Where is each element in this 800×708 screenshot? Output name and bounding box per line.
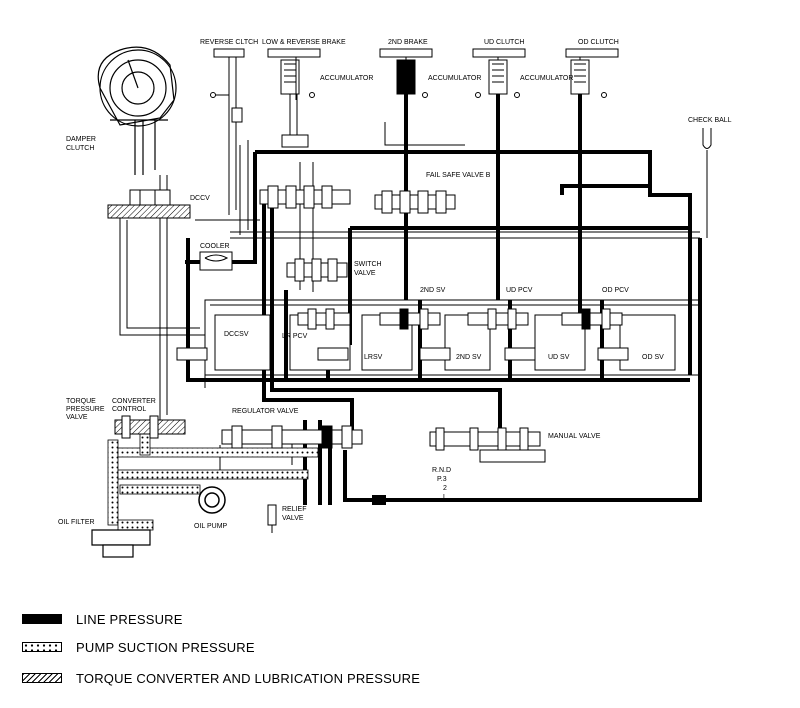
regulator-valve: [221, 425, 363, 449]
solenoid-valve-bay: [204, 299, 701, 376]
label-ud-clutch: UD CLUTCH: [484, 39, 524, 46]
manual-valve: [429, 427, 546, 463]
relief-valve: [267, 504, 277, 533]
label-od-sv: OD SV: [642, 354, 664, 361]
label-lr-pcv: LR PCV: [282, 333, 308, 340]
label-relief-valve: VALVE: [282, 515, 304, 522]
label-od-clutch: OD CLUTCH: [578, 39, 619, 46]
sv-solenoids: [176, 347, 629, 361]
label-accumulator-3: ACCUMULATOR: [520, 75, 573, 82]
label-cooler: COOLER: [200, 243, 230, 250]
label-oil-filter: OIL FILTER: [58, 519, 95, 526]
pump-suction-swatch: [22, 642, 62, 652]
label-tp-valve: VALVE: [66, 414, 88, 421]
label-accumulator-2: ACCUMULATOR: [428, 75, 481, 82]
line-pressure-swatch: [22, 614, 62, 624]
legend-line-pressure: LINE PRESSURE: [22, 611, 183, 627]
reverse-clutch: [210, 48, 245, 215]
label-pressure: PRESSURE: [66, 406, 105, 413]
label-converter: CONVERTER: [112, 398, 156, 405]
label-ud-sv: UD SV: [548, 354, 570, 361]
label-clutch: CLUTCH: [66, 145, 94, 152]
legend-pump-suction-label: PUMP SUCTION PRESSURE: [76, 639, 255, 655]
low-reverse-brake: [267, 48, 321, 148]
label-fail-safe-valve-b: FAIL SAFE VALVE B: [426, 172, 491, 179]
torque-converter-circuit: [119, 122, 701, 470]
label-switch: SWITCH: [354, 261, 382, 268]
label-damper: DAMPER: [66, 136, 96, 143]
second-brake: [379, 48, 433, 98]
line-restrictor: [372, 495, 386, 505]
label-relief: RELIEF: [282, 506, 307, 513]
label-2nd-sv: 2ND SV: [456, 354, 482, 361]
pcv-valves: [297, 308, 623, 330]
label-range-2: 2: [443, 485, 447, 492]
legend-pump-suction: PUMP SUCTION PRESSURE: [22, 639, 255, 655]
od-clutch: [565, 48, 619, 98]
label-regulator-valve: REGULATOR VALVE: [232, 408, 299, 415]
label-second-brake: 2ND BRAKE: [388, 39, 428, 46]
fail-safe-valve-b: [374, 190, 456, 214]
label-control: CONTROL: [112, 406, 146, 413]
ud-clutch: [472, 48, 526, 98]
legend-torque-converter-label: TORQUE CONVERTER AND LUBRICATION PRESSUR…: [76, 670, 421, 686]
check-ball: [702, 128, 712, 238]
label-accumulator-1: ACCUMULATOR: [320, 75, 373, 82]
oil-filter: [91, 529, 151, 558]
cooler: [199, 251, 233, 271]
torque-converter-swatch: [22, 673, 62, 683]
oil-pump: [198, 486, 226, 514]
label-range-rnd: R.N.D: [432, 467, 451, 474]
label-ud-pcv: UD PCV: [506, 287, 533, 294]
label-reverse-clutch: REVERSE CLTCH: [200, 39, 258, 46]
label-od-pcv: OD PCV: [602, 287, 629, 294]
label-dccv: DCCV: [190, 195, 210, 202]
label-torque: TORQUE: [66, 398, 96, 405]
label-oil-pump: OIL PUMP: [194, 523, 228, 530]
switch-valve: [286, 258, 348, 282]
damper-clutch: [97, 46, 177, 175]
label-switch-valve: VALVE: [354, 270, 376, 277]
label-manual-valve: MANUAL VALVE: [548, 433, 601, 440]
label-check-ball: CHECK BALL: [688, 117, 732, 124]
pump-suction-circuit: [107, 419, 319, 531]
component-labels: REVERSE CLTCH LOW & REVERSE BRAKE 2ND BR…: [58, 39, 732, 530]
label-2nd-sv-top: 2ND SV: [420, 287, 446, 294]
label-dccsv: DCCSV: [224, 331, 249, 338]
label-low-reverse-brake: LOW & REVERSE BRAKE: [262, 39, 346, 46]
upper-shift-valve: [259, 185, 351, 209]
label-range-l: L: [443, 494, 447, 501]
dccv-valve: [107, 189, 191, 219]
converter-control-valve: [114, 415, 186, 439]
legend-torque-converter: TORQUE CONVERTER AND LUBRICATION PRESSUR…: [22, 670, 421, 686]
label-range-p3: P.3: [437, 476, 447, 483]
legend-line-pressure-label: LINE PRESSURE: [76, 611, 183, 627]
label-lrsv: LRSV: [364, 354, 383, 361]
